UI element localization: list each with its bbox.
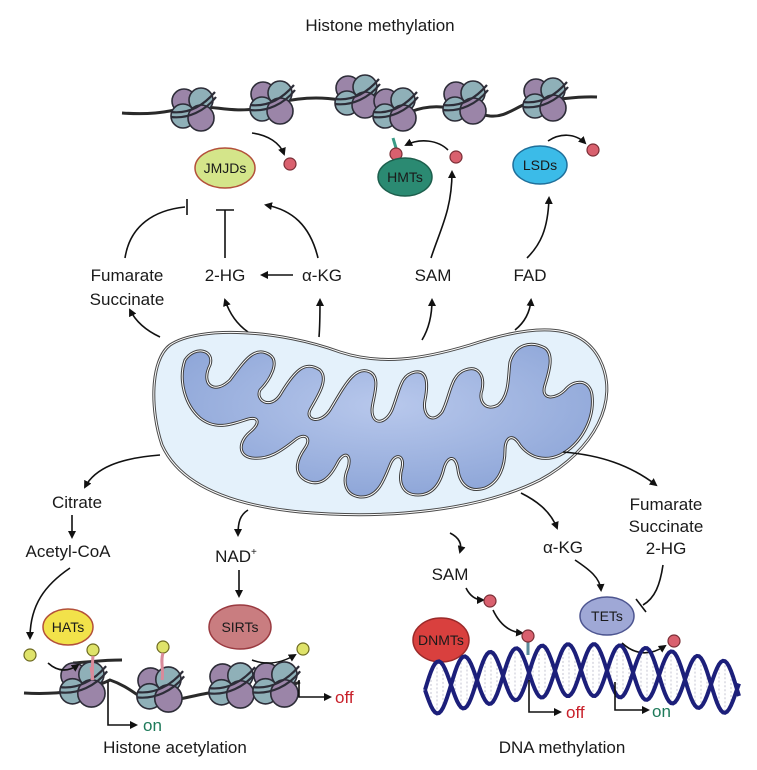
nucleosome-icon xyxy=(136,666,186,713)
demethylation-arrow-lsds xyxy=(547,134,587,145)
nucleosome-icon xyxy=(249,80,296,125)
inhibition-bar xyxy=(635,598,647,613)
sam-label-top: SAM xyxy=(415,266,452,285)
histone-methylation-title: Histone methylation xyxy=(305,16,454,35)
hats-enzyme: HATs xyxy=(42,608,94,646)
2hg-label-bottom: 2-HG xyxy=(646,539,687,558)
akg-to-tets-arrow xyxy=(574,559,605,592)
dna-strand xyxy=(423,642,741,715)
methyl-group xyxy=(483,594,497,608)
methyl-group xyxy=(667,634,681,648)
methyl-to-dna-arrow xyxy=(492,609,524,637)
nucleosome-icon xyxy=(334,74,381,119)
mitochondrion xyxy=(152,328,609,517)
mito-to-fad-arrow xyxy=(514,298,535,331)
acetylcoa-to-acetyl-arrow xyxy=(26,567,71,640)
nucleosome-icon xyxy=(252,661,302,708)
mito-to-citrate-arrow xyxy=(84,454,161,489)
akg-to-jmjds-arrow xyxy=(264,202,319,259)
dnmts-enzyme: DNMTs xyxy=(412,617,470,663)
fad-to-lsds-arrow xyxy=(526,196,553,259)
sirts-label: SIRTs xyxy=(221,619,258,635)
dna-on-arrow xyxy=(614,682,650,714)
nucleosome-icon xyxy=(170,87,217,132)
dna-off-arrow xyxy=(528,680,562,716)
dna-methylation-title: DNA methylation xyxy=(499,738,626,757)
akg-label-top: α-KG xyxy=(302,266,342,285)
nucleosome-icon xyxy=(442,80,489,125)
mito-to-2hg-arrow xyxy=(223,298,249,333)
nad-label: NAD+ xyxy=(215,547,257,566)
dnmts-label: DNMTs xyxy=(418,632,464,648)
methylation-arrow-hmts xyxy=(404,138,449,151)
dna-off-label: off xyxy=(566,703,585,722)
succinate-label-bottom: Succinate xyxy=(629,517,704,536)
methyl-group xyxy=(586,143,600,157)
succinate-label-top: Succinate xyxy=(90,290,165,309)
mito-to-akg-arrow xyxy=(315,298,324,338)
mito-to-fumarate-bottom-arrow xyxy=(562,451,658,487)
hats-label: HATs xyxy=(52,619,84,635)
lsds-label: LSDs xyxy=(523,157,557,173)
sirts-enzyme: SIRTs xyxy=(208,604,272,650)
acetyl-group xyxy=(86,643,100,657)
mito-to-akg-bottom-arrow xyxy=(520,492,559,530)
acetylation-off-label: off xyxy=(335,688,354,707)
inhibit-arrow-to-tets xyxy=(642,564,664,606)
nucleosome-icon xyxy=(522,77,569,122)
citrate-label: Citrate xyxy=(52,493,102,512)
fumarate-label-bottom: Fumarate xyxy=(630,495,703,514)
jmjds-enzyme: JMJDs xyxy=(194,147,256,189)
mito-to-fumarate-arrow xyxy=(129,308,161,338)
acetyl-coa-label: Acetyl-CoA xyxy=(25,542,111,561)
hmts-enzyme: HMTs xyxy=(377,157,433,197)
acetylation-arrow-hats xyxy=(47,662,80,672)
nucleosomes-bottom xyxy=(59,661,302,713)
mito-to-sam-arrow xyxy=(421,298,436,341)
nucleosome-icon xyxy=(59,661,109,708)
methyl-group xyxy=(283,157,297,171)
acetylation-on-label: on xyxy=(143,716,162,735)
dna-on-label: on xyxy=(652,702,671,721)
2hg-label-top: 2-HG xyxy=(205,266,246,285)
akg-label-bottom: α-KG xyxy=(543,538,583,557)
nucleosome-icon xyxy=(372,87,419,132)
methyl-linker xyxy=(391,137,398,149)
acetylation-on-arrow xyxy=(107,682,138,729)
demethylation-arrow-jmjds xyxy=(251,132,286,156)
sam-to-hmts-arrow xyxy=(430,170,456,259)
mito-to-nad-arrow xyxy=(234,509,249,537)
inhibit-arrow-fumarate-jmjds xyxy=(124,206,186,259)
dna-double-helix xyxy=(423,642,741,716)
methyl-group xyxy=(449,150,463,164)
histone-acetylation-title: Histone acetylation xyxy=(103,738,247,757)
sam-label-bottom: SAM xyxy=(432,565,469,584)
nucleosome-icon xyxy=(208,662,258,709)
jmjds-label: JMJDs xyxy=(204,160,247,176)
tets-enzyme: TETs xyxy=(579,596,635,636)
sam-to-methyl-arrow xyxy=(465,587,485,604)
acetyl-group xyxy=(156,640,170,654)
acetyl-group xyxy=(23,648,37,662)
fumarate-label-top: Fumarate xyxy=(91,266,164,285)
lsds-enzyme: LSDs xyxy=(512,145,568,185)
methyl-group xyxy=(521,629,535,643)
tets-label: TETs xyxy=(591,608,623,624)
deacetylation-arrow-sirts xyxy=(251,653,297,664)
fad-label: FAD xyxy=(513,266,546,285)
nucleosomes-top xyxy=(170,74,569,132)
acetylation-off-arrow xyxy=(298,680,332,701)
acetyl-group xyxy=(296,642,310,656)
hmts-label: HMTs xyxy=(387,169,423,185)
mito-to-sam-bottom-arrow xyxy=(449,532,466,554)
